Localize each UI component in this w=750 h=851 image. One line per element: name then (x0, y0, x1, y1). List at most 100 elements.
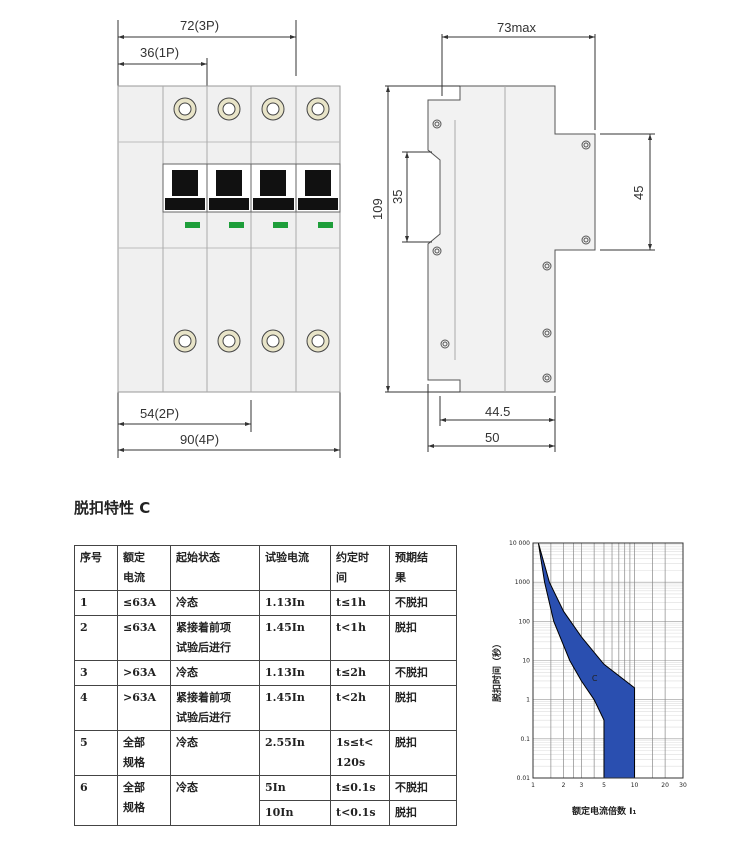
header-line: 序号 (80, 551, 102, 564)
cell-no: 2 (74, 615, 118, 661)
table-row: 4 >63A 紧接着前项试验后进行 1.45In t<2h 脱扣 (74, 685, 457, 731)
header-initial-state: 起始状态 (170, 545, 260, 591)
cell-result: 不脱扣 (389, 590, 457, 616)
cell-state: 冷态 (170, 775, 260, 826)
cell-result: 不脱扣 (389, 775, 457, 801)
curve-label-c: C (592, 674, 598, 683)
cell-result: 脱扣 (389, 730, 457, 776)
cell-no: 4 (74, 685, 118, 731)
x-tick-label: 30 (679, 782, 687, 789)
header-line: 电流 (123, 571, 145, 584)
x-tick-label: 3 (580, 782, 584, 789)
table-row: 2 ≤63A 紧接着前项试验后进行 1.45In t<1h 脱扣 (74, 615, 457, 661)
cell-line: 试验后进行 (176, 711, 231, 724)
y-tick-label: 1 (526, 697, 530, 704)
dim-depth-max: 73max (497, 20, 537, 35)
cell-no: 1 (74, 590, 118, 616)
table-header-row: 序号 额定电流 起始状态 试验电流 约定时间 预期结果 (74, 545, 457, 591)
section-title: 脱扣特性 C (74, 499, 151, 517)
header-no: 序号 (74, 545, 118, 591)
cell-line: 120s (336, 756, 366, 769)
cell-test: 10In (259, 800, 331, 826)
cell-line: 规格 (123, 801, 145, 814)
cell-result: 脱扣 (389, 615, 457, 661)
cell-time: t≤0.1s (330, 775, 390, 801)
cell-line: 1s≤t< (336, 736, 374, 749)
y-tick-label: 0.1 (520, 736, 530, 743)
cell-test: 2.55In (259, 730, 331, 776)
cell-current: >63A (117, 660, 171, 686)
header-line: 间 (336, 571, 347, 584)
dim-width-4p: 90(4P) (180, 432, 219, 447)
chart-frame (532, 542, 684, 779)
x-tick-labels: 1 2 3 5 10 20 30 (531, 782, 687, 789)
table-row: 3 >63A 冷态 1.13In t≤2h 不脱扣 (74, 660, 457, 686)
cell-test: 5In (259, 775, 331, 801)
x-tick-label: 10 (631, 782, 639, 789)
cell-state: 冷态 (170, 590, 260, 616)
x-tick-label: 20 (661, 782, 669, 789)
cell-state: 紧接着前项试验后进行 (170, 685, 260, 731)
cell-current: >63A (117, 685, 171, 731)
x-tick-label: 5 (602, 782, 606, 789)
cell-current: 全部规格 (117, 730, 171, 776)
cell-line: 紧接着前项 (176, 621, 231, 634)
header-line: 试验电流 (265, 551, 309, 564)
cell-time: t≤2h (330, 660, 390, 686)
cell-time: t≤1h (330, 590, 390, 616)
y-tick-label: 0.01 (517, 775, 531, 782)
header-line: 起始状态 (176, 551, 220, 564)
cell-time: t<2h (330, 685, 390, 731)
cell-state: 冷态 (170, 730, 260, 776)
cell-current: 全部规格 (117, 775, 171, 826)
cell-time: 1s≤t< 120s (330, 730, 390, 776)
cell-test: 1.13In (259, 660, 331, 686)
y-axis-label: 脱扣时间（秒） (491, 639, 503, 702)
header-line: 约定时 (336, 551, 369, 564)
x-tick-label: 2 (562, 782, 566, 789)
cell-current: ≤63A (117, 615, 171, 661)
cell-test: 1.45In (259, 615, 331, 661)
y-tick-label: 10 (522, 658, 530, 665)
cell-line: 全部 (123, 781, 145, 794)
dim-width-2p: 54(2P) (140, 406, 179, 421)
table-row: 10In t<0.1s 脱扣 (75, 800, 457, 826)
breaker-side-view (427, 85, 596, 393)
cell-line: 紧接着前项 (176, 691, 231, 704)
header-rated-current: 额定电流 (117, 545, 171, 591)
cell-line: 全部 (123, 736, 145, 749)
header-line: 预期结 (395, 551, 428, 564)
dim-rail-height: 35 (390, 190, 405, 204)
cell-test: 1.13In (259, 590, 331, 616)
cell-result: 脱扣 (389, 800, 457, 826)
header-line: 额定 (123, 551, 145, 564)
dim-width-1p: 36(1P) (140, 45, 179, 60)
x-tick-label: 1 (531, 782, 535, 789)
cell-test: 1.45In (259, 685, 331, 731)
table-row: 5 全部规格 冷态 2.55In 1s≤t< 120s 脱扣 (74, 730, 457, 776)
cell-result: 不脱扣 (389, 660, 457, 686)
y-tick-label: 1000 (515, 579, 530, 586)
cell-line: 试验后进行 (176, 641, 231, 654)
dim-width-3p: 72(3P) (180, 18, 219, 33)
cell-no: 3 (74, 660, 118, 686)
dim-depth-50: 50 (485, 430, 499, 445)
cell-state: 紧接着前项试验后进行 (170, 615, 260, 661)
header-line: 果 (395, 571, 406, 584)
y-tick-label: 10 000 (509, 540, 530, 547)
dim-front-height: 45 (631, 186, 646, 200)
cell-time: t<0.1s (330, 800, 390, 826)
cell-result: 脱扣 (389, 685, 457, 731)
table-row: 1 ≤63A 冷态 1.13In t≤1h 不脱扣 (74, 590, 457, 616)
cell-no: 6 (74, 775, 118, 826)
header-test-current: 试验电流 (259, 545, 331, 591)
cell-line: 规格 (123, 756, 145, 769)
table-row: 6 全部规格 冷态 5In t≤0.1s 不脱扣 (74, 775, 457, 826)
cell-time: t<1h (330, 615, 390, 661)
x-axis-label: 额定电流倍数 I₁ (572, 805, 636, 817)
trip-characteristic-table: 序号 额定电流 起始状态 试验电流 约定时间 预期结果 1 ≤63A 冷态 1.… (74, 545, 457, 826)
dimension-drawing: 72(3P) 36(1P) 54(2P) 90(4P) (117, 18, 655, 458)
cell-no: 5 (74, 730, 118, 776)
